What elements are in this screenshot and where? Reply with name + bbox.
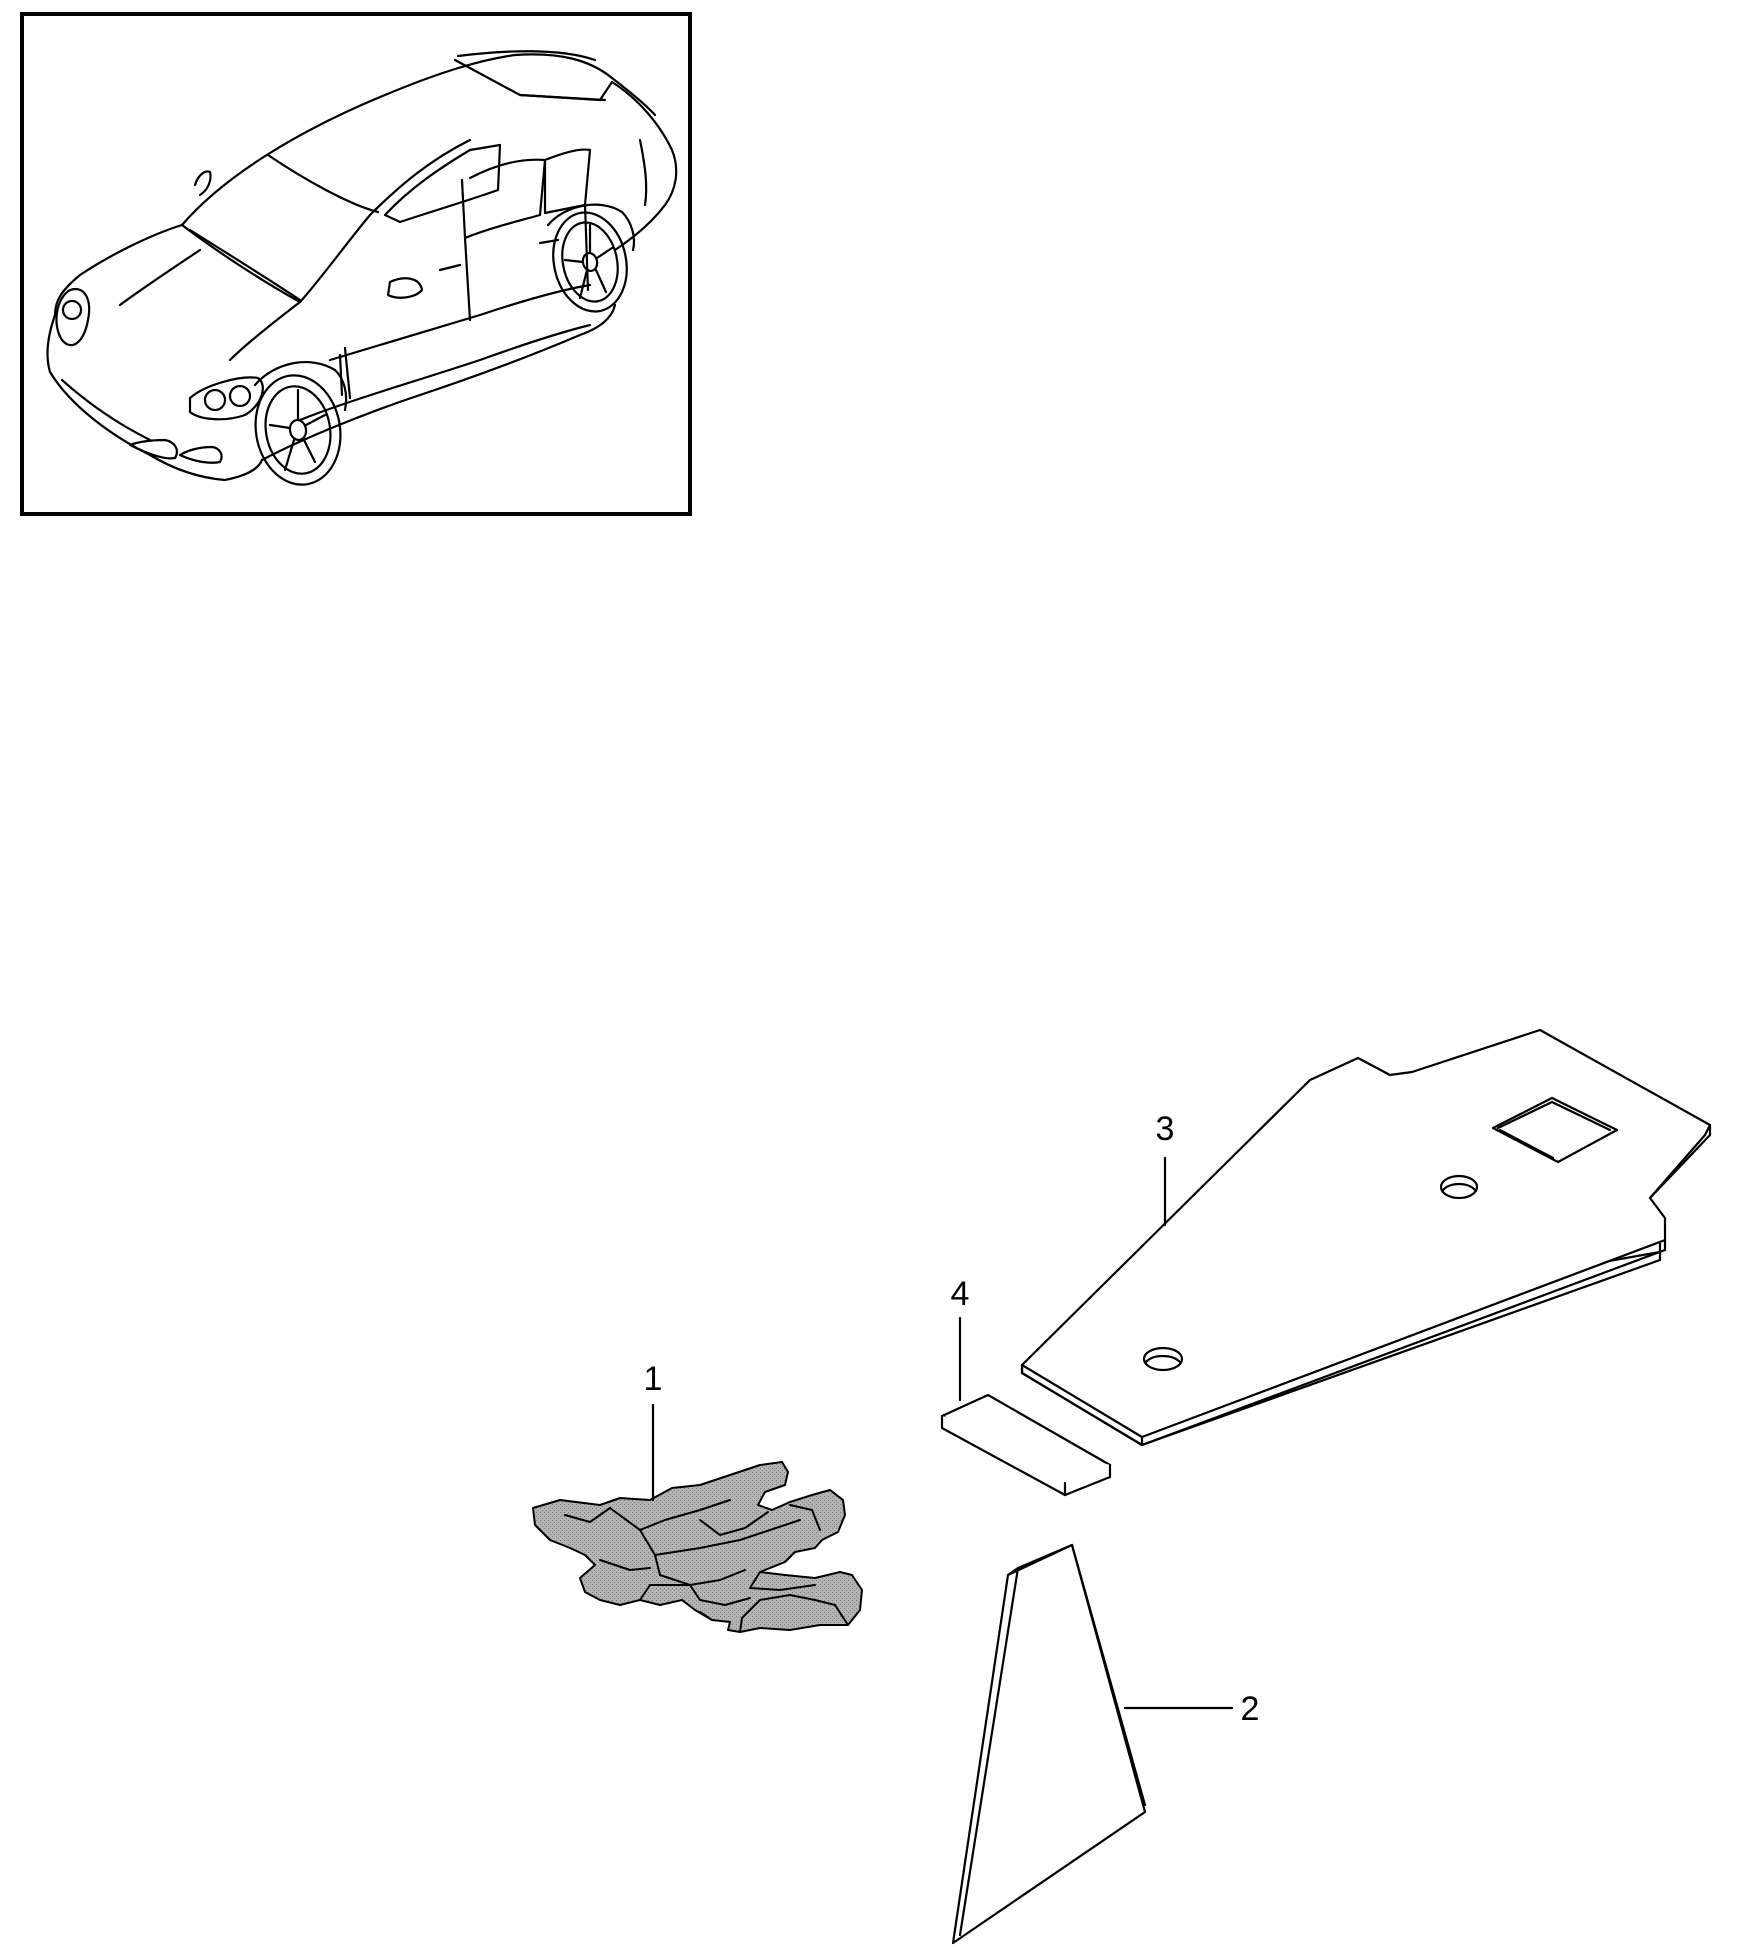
callout-4: 4: [951, 1275, 970, 1313]
part-4: [940, 1393, 1112, 1497]
part-3: [1020, 1028, 1712, 1447]
callout-1: 1: [644, 1360, 663, 1398]
part-2: [951, 1543, 1147, 1945]
callout-2: 2: [1241, 1690, 1260, 1728]
callout-labels: 1 2 3 4: [644, 1110, 1260, 1728]
leader-lines: [651, 1156, 1234, 1710]
vehicle-overview-inset: [20, 12, 692, 516]
callout-3: 3: [1156, 1110, 1175, 1148]
car-illustration: [46, 50, 678, 486]
part-1: [532, 1461, 863, 1633]
